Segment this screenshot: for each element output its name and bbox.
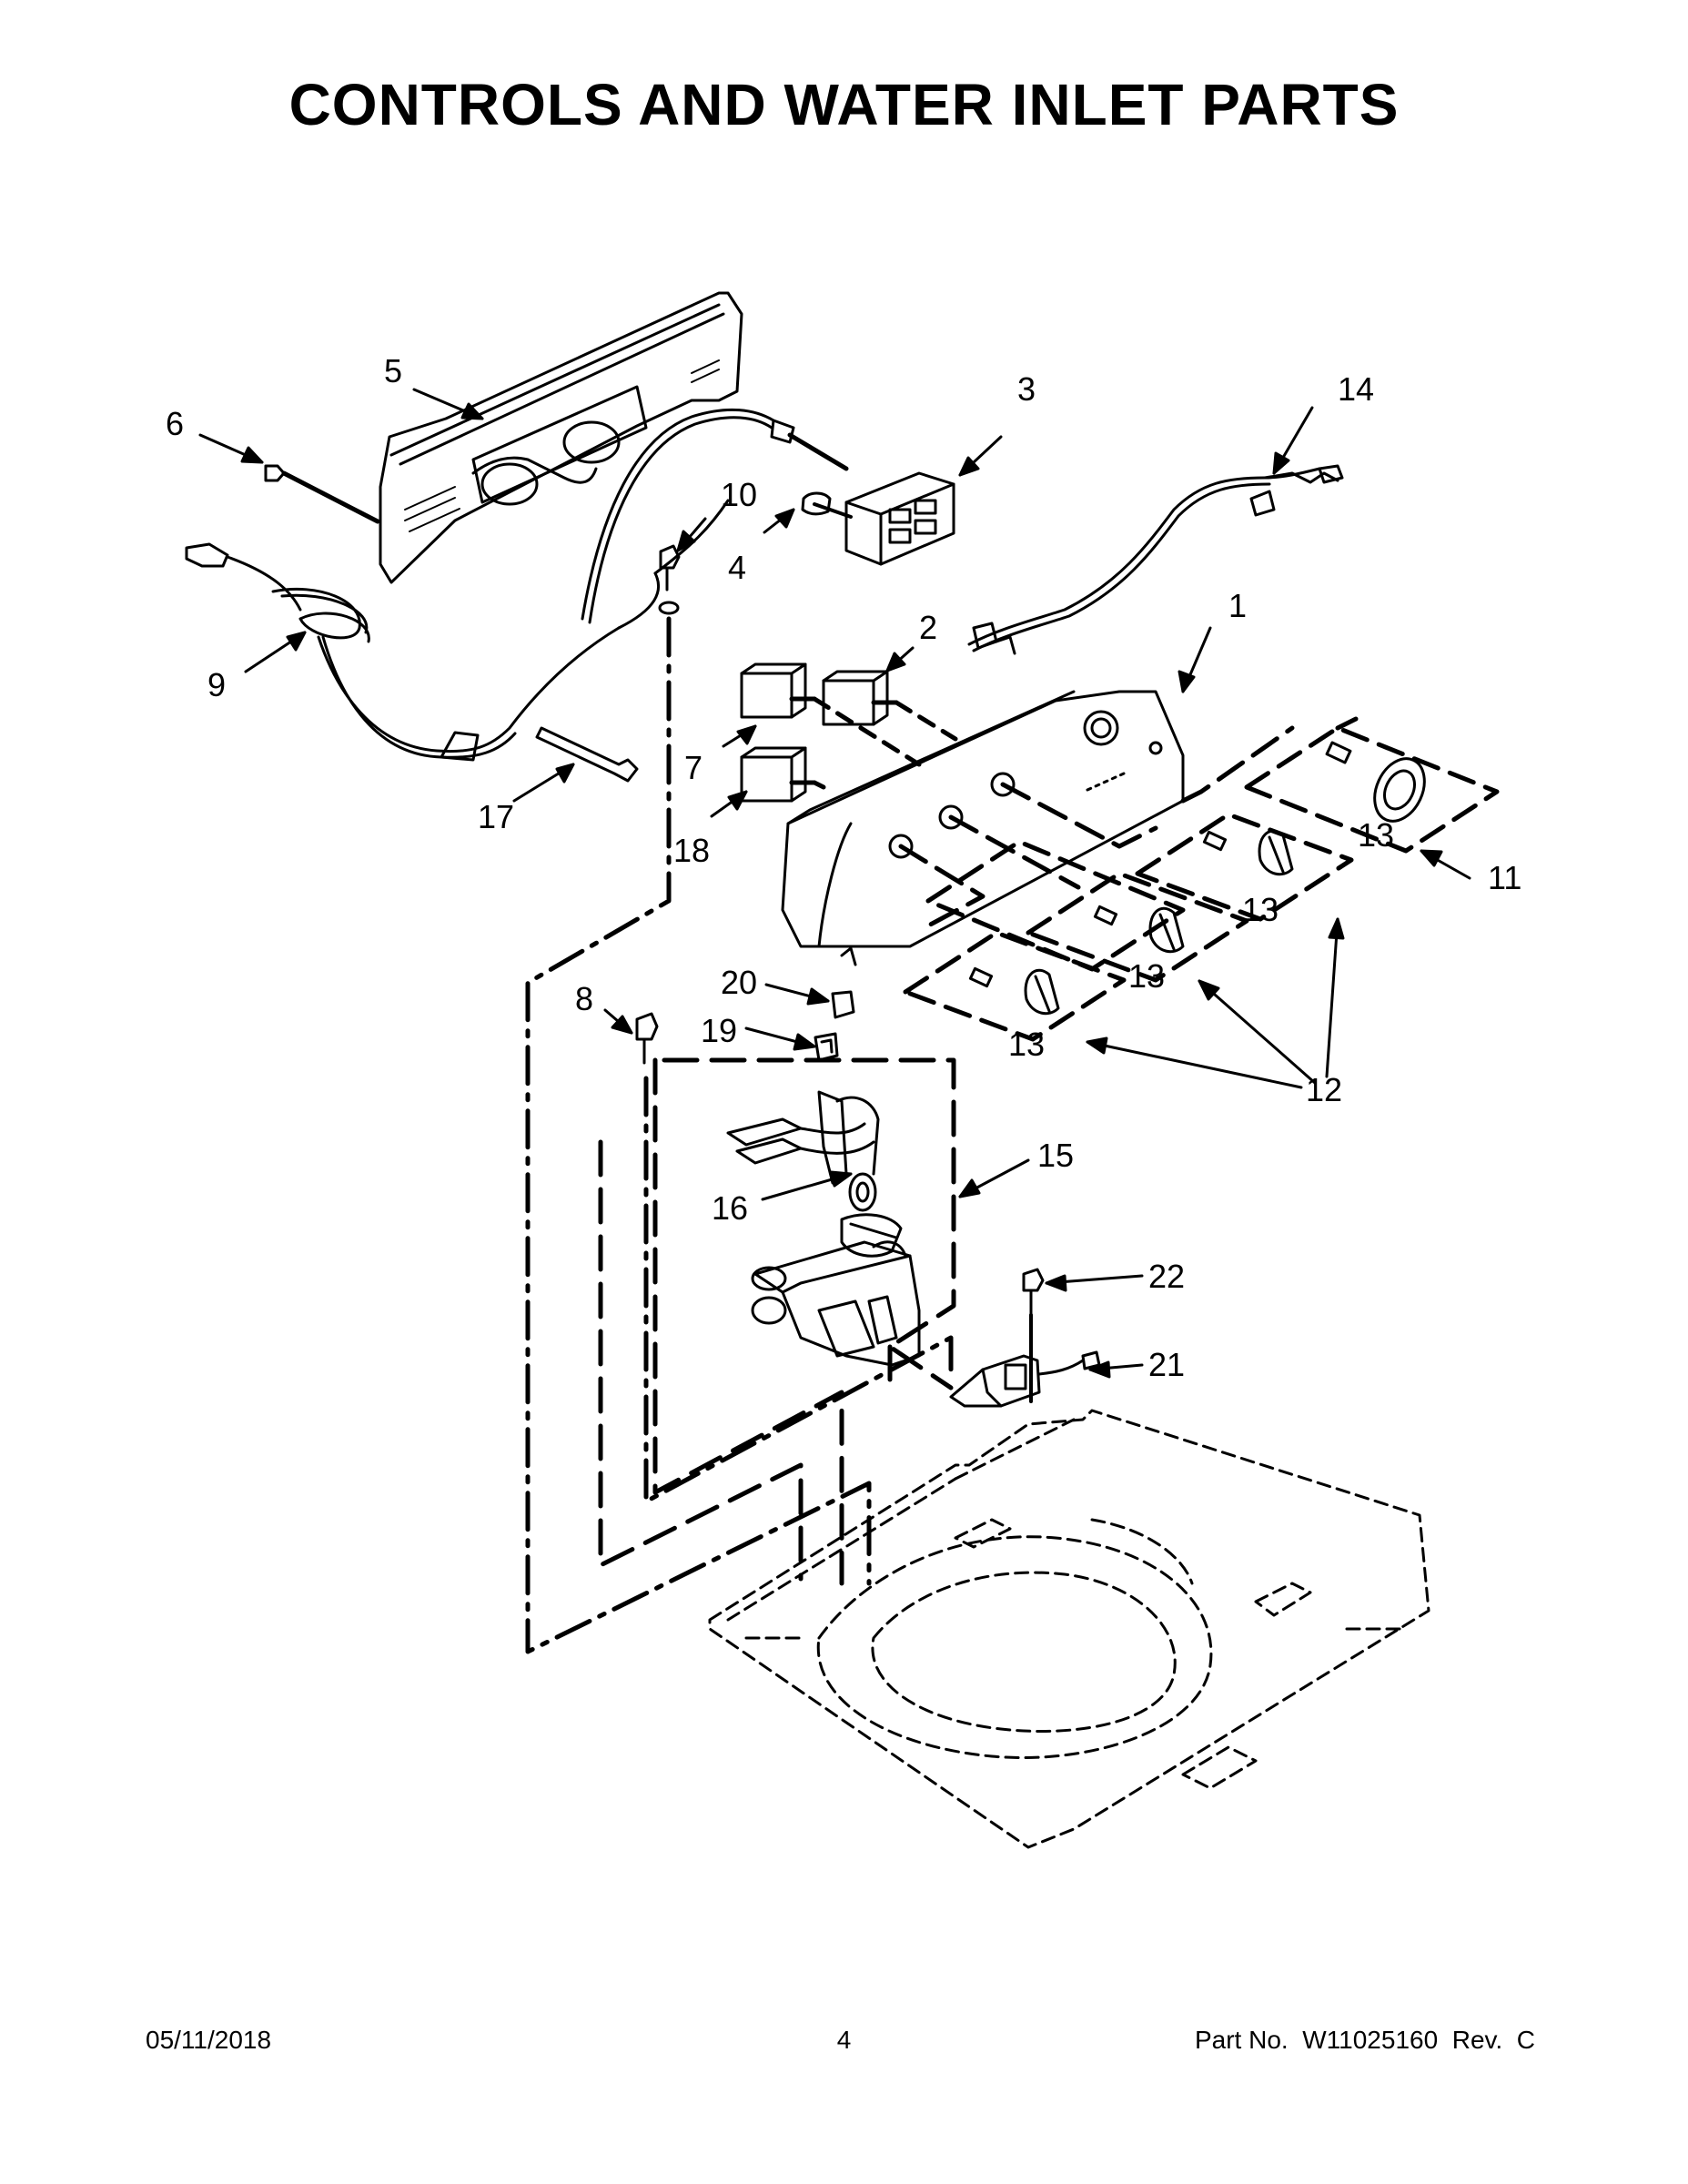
callout-12-right: 12 [1306,1071,1342,1108]
callout-10: 10 [721,476,757,513]
switch-7-drawing [740,662,922,767]
callout-5: 5 [384,352,402,389]
water-valve-assembly-drawing [726,1090,921,1367]
switch-18-drawing [740,746,826,803]
clip-19-drawing [814,1032,839,1062]
screw-10-drawing [658,544,681,615]
control-board-drawing [787,432,955,566]
callout-16: 16 [712,1189,748,1227]
screw-8-drawing [635,1012,659,1065]
callout-21: 21 [1148,1346,1185,1383]
callout-13-c: 13 [1128,957,1165,995]
callout-13-b: 13 [1242,891,1279,928]
callout-4: 4 [728,549,746,586]
console-back-panel-drawing [379,291,743,584]
callout-2: 2 [919,609,937,646]
leader-arrows [198,388,1471,1379]
clip-20-drawing [831,990,855,1019]
callout-8: 8 [575,980,593,1017]
callout-6: 6 [166,405,184,442]
knob-box-11 [1244,716,1500,854]
lid-lock-21-drawing [949,1350,1101,1408]
screw-6-drawing [264,464,380,524]
footer-page-number: 4 [836,2026,852,2054]
knob-box-12a [1135,812,1354,922]
callout-13-a: 13 [1358,816,1394,854]
valve-outline-lines [598,1057,956,1586]
callout-1: 1 [1228,587,1247,624]
footer-part-number: Part No. W11025160 Rev. C [1194,2026,1535,2054]
callout-labels: 1 2 3 4 5 6 7 8 9 10 11 12 12 13 13 13 1… [166,352,1521,1383]
cable-tie-17-drawing [535,726,639,783]
power-cord-drawing [185,408,795,762]
top-frame-drawing [708,1409,1430,1849]
console-drawing [781,690,1185,966]
callout-20: 20 [721,964,757,1001]
knob-11-drawing [1325,741,1426,823]
callout-3: 3 [1017,370,1036,408]
callout-22: 22 [1148,1258,1185,1295]
assembly-outline-lines [525,616,954,1654]
knob-box-12b [1026,871,1249,983]
knobs-12-drawing [968,829,1294,1016]
page-title: CONTROLS AND WATER INLET PARTS [288,72,1400,137]
callout-7: 7 [684,749,702,786]
callout-15: 15 [1037,1137,1074,1174]
wire-harness-drawing [967,464,1344,655]
callout-18: 18 [673,832,710,869]
callout-19: 19 [701,1012,737,1049]
callout-14: 14 [1338,370,1374,408]
callout-17: 17 [478,798,514,835]
footer-date: 05/11/2018 [146,2026,272,2054]
callout-9: 9 [207,666,226,703]
callout-11: 11 [1488,859,1521,896]
switch-2-drawing [822,670,958,742]
callout-13-d: 13 [1008,1026,1045,1063]
knob-guide-lines [898,725,1295,931]
knob-box-12c [903,930,1127,1042]
knob-box-12d [925,839,1186,972]
